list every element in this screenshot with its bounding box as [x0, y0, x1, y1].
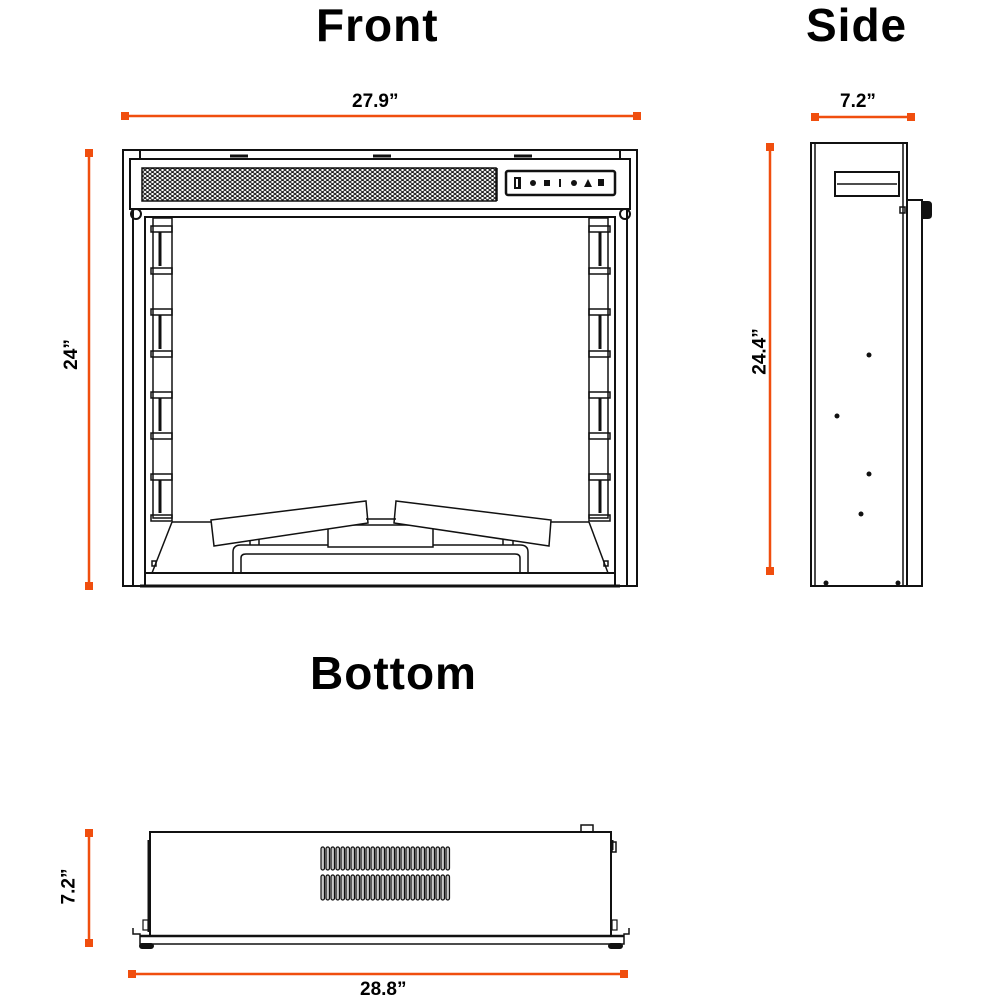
- vent-row-top: [320, 846, 451, 871]
- side-vent-slot: [834, 171, 900, 197]
- log-set: [210, 500, 552, 572]
- bottom-width-dimension: [128, 970, 628, 978]
- power-icon: [530, 180, 536, 186]
- front-height-dimension: [85, 149, 93, 590]
- front-width-label: 27.9”: [352, 91, 399, 112]
- left-brick-column: [150, 217, 173, 522]
- front-width-dimension: [121, 112, 641, 120]
- bottom-vent-grille: [320, 846, 451, 901]
- side-screw-holes: [823, 352, 901, 586]
- flame-icon: [544, 180, 550, 186]
- front-view-drawing: [122, 149, 638, 588]
- side-height-dimension: [766, 143, 774, 575]
- temperature-icon: [559, 179, 561, 187]
- color-icon: [598, 179, 604, 186]
- side-depth-dimension: [811, 113, 915, 121]
- side-view-drawing: [810, 142, 932, 587]
- timer-icon: [571, 180, 577, 186]
- right-brick-column: [588, 217, 611, 522]
- dimension-lines: [85, 112, 915, 978]
- side-depth-label: 7.2”: [840, 91, 876, 112]
- speaker-grille: [141, 167, 497, 202]
- front-view-title: Front: [316, 0, 439, 51]
- side-view-title: Side: [806, 0, 908, 51]
- bottom-width-label: 28.8”: [360, 979, 407, 1000]
- control-panel-icons: [514, 177, 604, 189]
- bottom-view-drawing: [132, 824, 630, 949]
- hearth: [151, 521, 609, 574]
- brightness-icon: [584, 179, 592, 187]
- bottom-depth-dimension: [85, 829, 93, 947]
- bottom-view-title: Bottom: [310, 647, 477, 699]
- control-panel: [504, 169, 617, 197]
- vent-row-bottom: [320, 874, 451, 901]
